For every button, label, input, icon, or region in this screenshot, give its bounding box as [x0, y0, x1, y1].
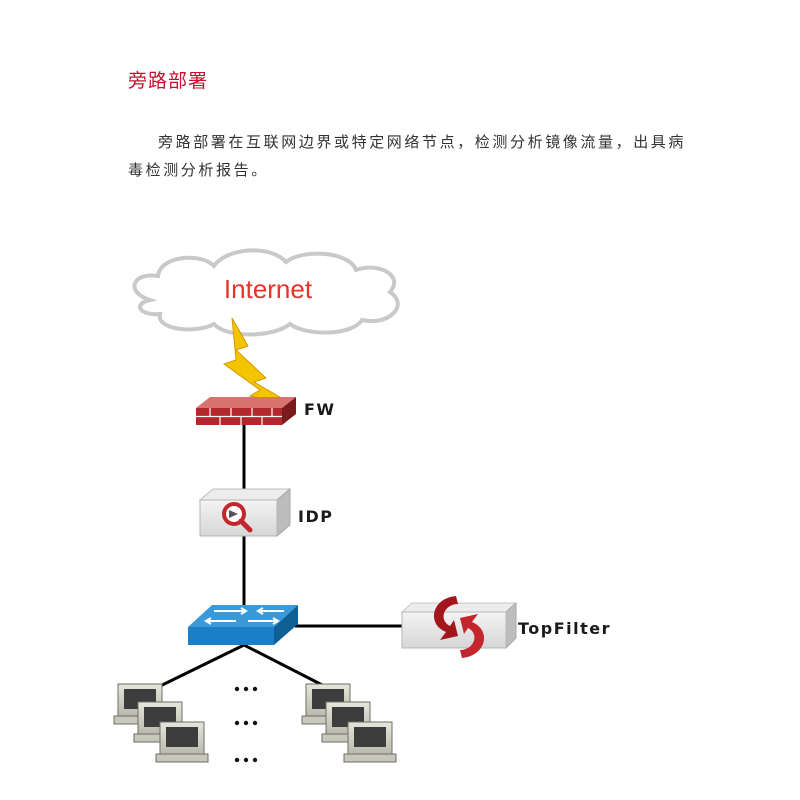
link-switch-left-computers	[151, 643, 245, 692]
connection-lines	[151, 425, 402, 692]
cloud-icon	[132, 248, 400, 337]
section-heading: 旁路部署	[128, 70, 209, 92]
computer-group-right	[301, 683, 397, 763]
fw-label: FW	[304, 400, 336, 419]
idp-device	[198, 487, 292, 538]
idp-magnifier-icon	[222, 502, 253, 533]
internet-cloud: Internet	[132, 248, 400, 337]
link-switch-right-computers	[243, 643, 333, 692]
firewall-icon	[196, 397, 296, 425]
ellipsis-markers	[234, 686, 258, 763]
idp-label: IDP	[298, 507, 333, 526]
topfilter-icon	[433, 596, 485, 658]
computer-icon	[343, 721, 397, 763]
switch-icon	[188, 605, 298, 645]
internet-label: Internet	[224, 274, 313, 304]
computer-icon	[155, 721, 209, 763]
topfilter-device	[400, 596, 518, 658]
topfilter-label: TopFilter	[518, 619, 611, 638]
section-description: 旁路部署在互联网边界或特定网络节点，检测分析镜像流量，出具病毒检测分析报告。	[128, 133, 687, 179]
computer-group-left	[113, 683, 209, 763]
